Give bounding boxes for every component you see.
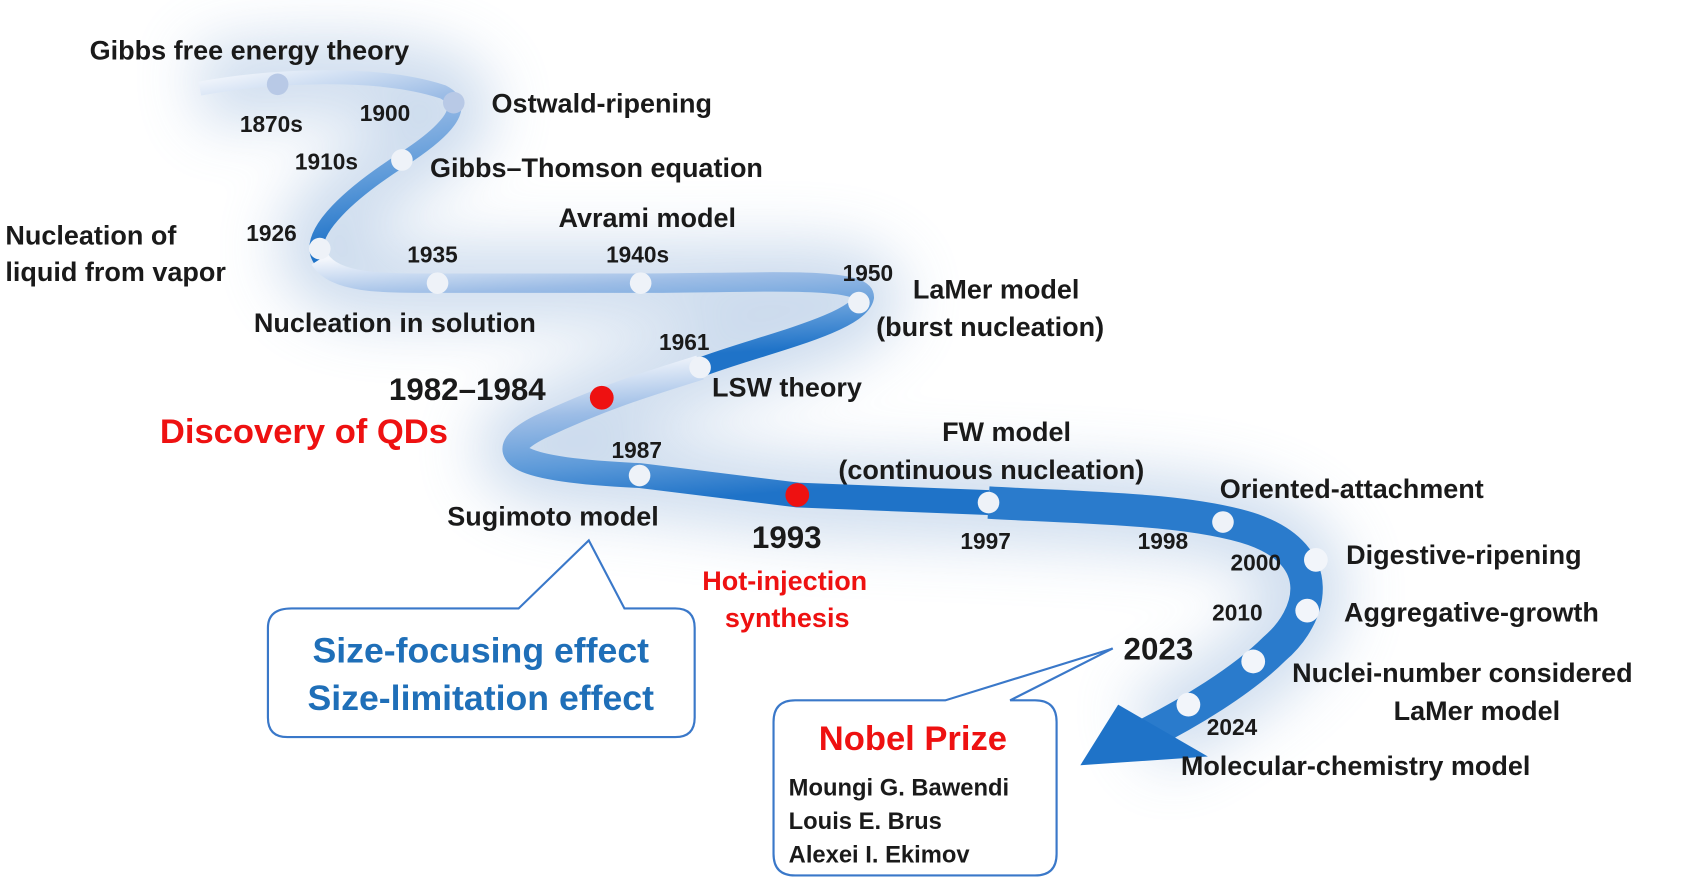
dot-1993 xyxy=(785,483,810,507)
event-label: Nucleation in solution xyxy=(254,308,536,338)
event-label: Gibbs free energy theory xyxy=(90,35,410,65)
laureate: Alexei I. Ekimov xyxy=(789,841,971,868)
year: 2000 xyxy=(1231,550,1281,576)
dot-1961 xyxy=(689,356,711,379)
year: 1870s xyxy=(240,111,303,137)
event-labels: Gibbs free energy theory Ostwald-ripenin… xyxy=(5,35,1632,780)
event-label: Discovery of QDs xyxy=(160,413,448,451)
year: 1900 xyxy=(360,100,410,126)
year: 1961 xyxy=(659,329,709,355)
event-label: synthesis xyxy=(725,603,850,633)
timeline-dots xyxy=(266,73,1328,717)
dot-2000 xyxy=(1303,547,1328,572)
nobel-prize-title: Nobel Prize xyxy=(819,720,1007,758)
year: 1910s xyxy=(295,149,358,175)
dot-1997 xyxy=(977,491,1000,514)
year-labels: 1870s 1900 1910s 1926 1935 1940s 1950 19… xyxy=(240,100,1281,740)
year: 1998 xyxy=(1138,528,1188,554)
event-label: Gibbs–Thomson equation xyxy=(430,153,763,183)
event-label: LaMer model xyxy=(1394,696,1561,726)
dot-1926 xyxy=(308,237,331,260)
event-label: Aggregative-growth xyxy=(1344,597,1599,627)
event-label: Oriented-attachment xyxy=(1220,474,1484,504)
dot-1870s xyxy=(266,73,289,96)
dot-2010 xyxy=(1295,598,1320,623)
event-label: LSW theory xyxy=(712,373,862,403)
year: 1997 xyxy=(960,528,1010,554)
event-label: (continuous nucleation) xyxy=(838,455,1144,485)
event-label: (burst nucleation) xyxy=(876,312,1104,342)
dot-1935 xyxy=(426,272,449,294)
event-label: Hot-injection xyxy=(702,566,867,596)
event-label: liquid from vapor xyxy=(5,257,226,287)
dot-1940s xyxy=(629,272,652,294)
event-label: Nuclei-number considered xyxy=(1292,658,1633,688)
dot-1987 xyxy=(628,464,651,487)
laureate: Louis E. Brus xyxy=(789,808,942,835)
dot-2023 xyxy=(1241,649,1266,674)
year: 1987 xyxy=(611,437,661,463)
year: 1993 xyxy=(752,520,822,555)
year: 1926 xyxy=(246,220,296,246)
year: 2010 xyxy=(1212,599,1262,625)
event-label: Avrami model xyxy=(559,203,737,233)
event-label: LaMer model xyxy=(913,274,1080,304)
dot-1982 xyxy=(589,385,614,410)
year: 1940s xyxy=(606,242,669,268)
dot-1900 xyxy=(442,91,465,114)
size-focusing-text: Size-focusing effect xyxy=(312,631,649,671)
event-label: Digestive-ripening xyxy=(1346,540,1582,570)
year: 1935 xyxy=(407,242,457,268)
dot-1950 xyxy=(848,291,870,314)
dot-1998 xyxy=(1212,511,1234,533)
arrowhead xyxy=(1080,704,1208,766)
event-label: Ostwald-ripening xyxy=(492,88,712,118)
timeline-path xyxy=(198,70,1323,750)
event-label: FW model xyxy=(942,417,1071,447)
year: 1982–1984 xyxy=(389,372,546,407)
size-effect-callout: Size-focusing effect Size-limitation eff… xyxy=(266,538,696,739)
year: 2024 xyxy=(1207,714,1258,740)
year: 2023 xyxy=(1124,631,1194,666)
nobel-prize-callout: Nobel Prize Moungi G. Bawendi Louis E. B… xyxy=(772,647,1114,877)
dot-2024 xyxy=(1176,692,1201,717)
year: 1950 xyxy=(843,260,893,286)
size-limitation-text: Size-limitation effect xyxy=(308,678,655,718)
dot-1910s xyxy=(391,149,413,171)
laureate: Moungi G. Bawendi xyxy=(789,774,1009,801)
event-label: Nucleation of xyxy=(5,220,177,250)
event-label: Sugimoto model xyxy=(447,501,658,531)
event-label: Molecular-chemistry model xyxy=(1181,751,1531,781)
